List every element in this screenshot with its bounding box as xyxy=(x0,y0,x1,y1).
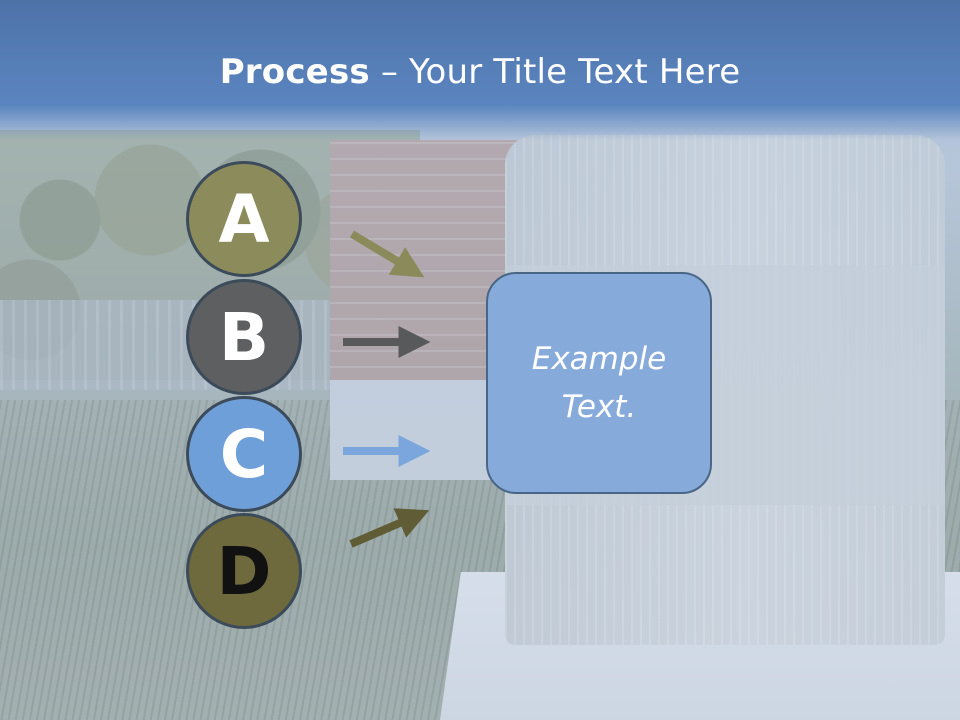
slide-title[interactable]: Process – Your Title Text Here xyxy=(0,52,960,92)
step-a-circle[interactable]: A xyxy=(186,161,302,277)
title-bold-part: Process xyxy=(219,52,370,92)
example-text-box[interactable]: Example Text. xyxy=(486,272,712,494)
title-rest-part: – Your Title Text Here xyxy=(369,52,741,92)
arrow-a xyxy=(349,230,425,278)
step-c-circle[interactable]: C xyxy=(186,396,302,512)
step-d-circle[interactable]: D xyxy=(186,513,302,629)
example-text: Example Text. xyxy=(531,341,667,425)
step-b-circle[interactable]: B xyxy=(186,279,302,395)
arrow-d xyxy=(349,508,430,548)
title-bar xyxy=(0,0,960,140)
